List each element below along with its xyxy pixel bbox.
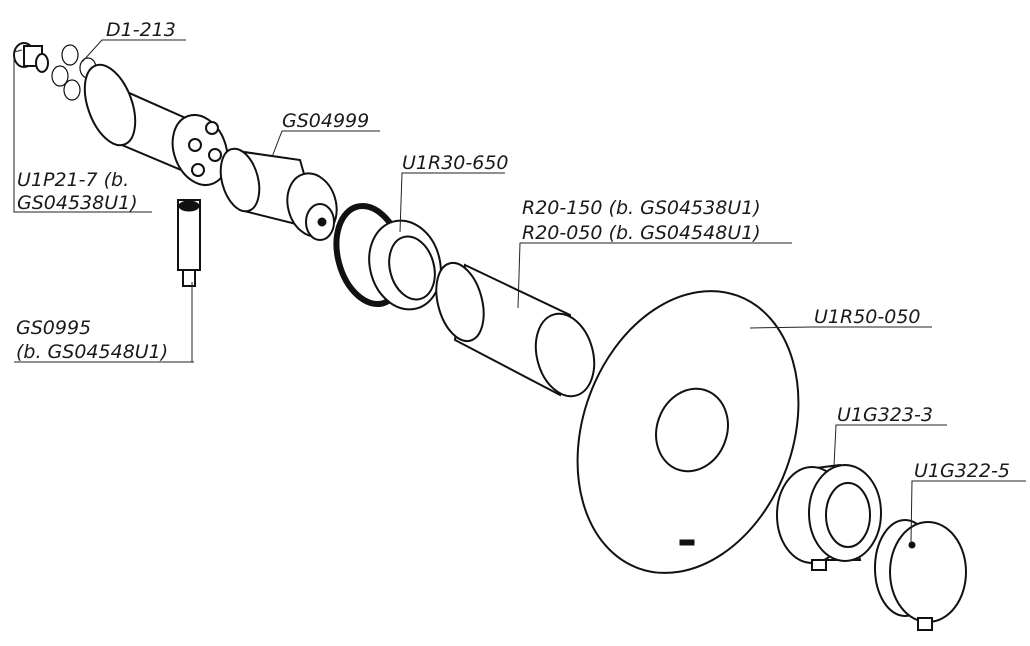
label-u1r50-050: U1R50-050 [814, 306, 921, 328]
leader-lines [13, 39, 1026, 543]
label-u1g322-5: U1G322-5 [914, 460, 1010, 482]
label-d1-213: D1-213 [106, 19, 176, 41]
part-u1r30-650 [333, 202, 442, 311]
part-cartridge-body [83, 63, 229, 186]
label-u1r30-650: U1R30-650 [402, 152, 509, 174]
part-u1g322-5-handle [874, 519, 967, 631]
label-u1p21-7-line2: GS04538U1) [17, 192, 138, 214]
label-gs0995-line2: (b. GS04548U1) [16, 341, 168, 363]
part-gs0995 [177, 199, 201, 287]
part-u1r50-050-rosette [576, 290, 800, 574]
part-gs04999 [219, 147, 338, 241]
label-u1g323-3: U1G323-3 [837, 404, 933, 426]
part-r20-sleeve [435, 261, 596, 398]
label-gs0995-line1: GS0995 [16, 317, 91, 339]
part-u1g323-3 [776, 463, 882, 571]
label-u1p21-7-line1: U1P21-7 (b. [17, 169, 129, 191]
label-gs04999: GS04999 [282, 110, 369, 132]
label-r20-050: R20-050 (b. GS04548U1) [522, 222, 761, 244]
label-r20-150: R20-150 (b. GS04538U1) [522, 197, 761, 219]
part-u1p21-7-fitting [13, 42, 49, 73]
